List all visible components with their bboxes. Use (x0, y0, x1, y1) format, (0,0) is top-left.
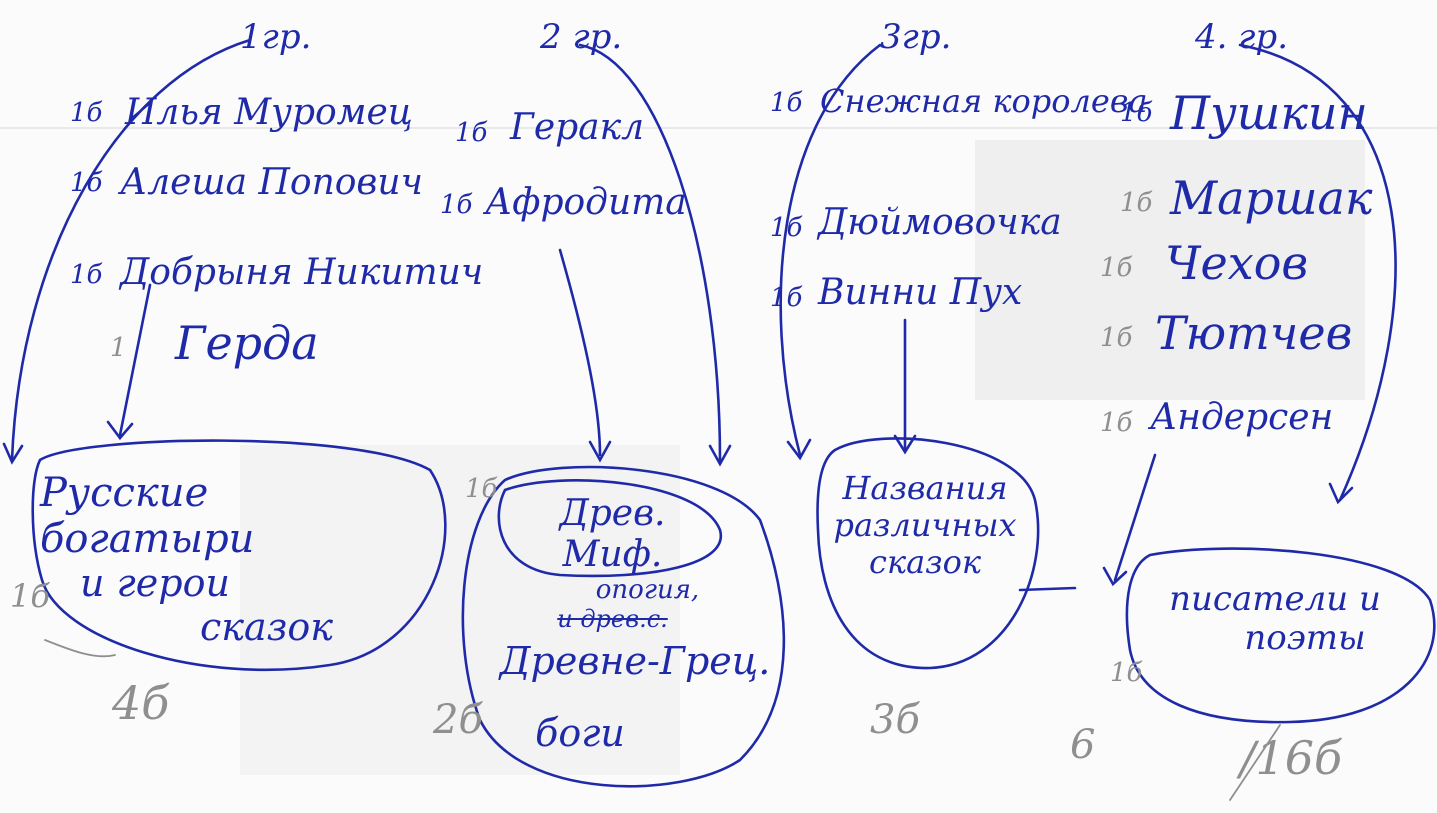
group-3-total: 3б (870, 697, 920, 743)
group-1-heading: 1гр. (240, 17, 312, 57)
group-1-category-score: 1б (10, 577, 50, 615)
group-4-item-3-name: Чехов (1165, 236, 1309, 290)
group-2-category-line-1: Древ. Миф. (559, 493, 666, 576)
group-4-total: 6 (1070, 722, 1096, 768)
group-3-category-line-3: сказок (869, 542, 981, 581)
arrowhead-g4-down (1102, 566, 1128, 587)
arrow-g1-left (10, 38, 252, 462)
group-1-item-3-score: 1б (70, 260, 103, 290)
group-4-item-2-name: Маршак (1170, 171, 1373, 225)
group-1-category-line-3: сказок (200, 604, 333, 649)
group-3-category: Названия различных сказок (820, 470, 1030, 580)
pencil-arrow (44, 639, 116, 658)
arrow-g4-down (1113, 453, 1157, 582)
arrowhead-g1-down (106, 420, 134, 441)
arrowhead-g2-down (588, 440, 612, 463)
arrow-g2-right (578, 43, 722, 462)
group-1-item-1-score: 1б (70, 98, 103, 128)
group-3-item-3-score: 1б (770, 283, 803, 313)
group-4-item-4-score: 1б (1100, 323, 1133, 353)
group-4-item-5-name: Андерсен (1150, 397, 1334, 438)
arrowhead-g4-right (1328, 482, 1354, 505)
group-2-category-extra-1: Древне-Грец. (499, 639, 771, 683)
group-2-item-2-name: Афродита (485, 182, 687, 223)
group-3-item-3-name: Винни Пух (818, 272, 1023, 313)
group-4-heading: 4. гр. (1195, 17, 1289, 57)
group-1-item-2-score: 1б (70, 168, 103, 198)
group-4-item-3-score: 1б (1100, 253, 1133, 283)
group-3-item-2-name: Дюймовочка (818, 202, 1062, 243)
arrowhead-g3-down (893, 434, 917, 455)
group-3-category-line-1: Названия (842, 469, 1008, 507)
arrowhead-g2-right (708, 444, 732, 467)
arrow-g3-left (779, 43, 882, 457)
group-4-item-2-score: 1б (1120, 188, 1153, 218)
group-1-item-4-score: 1 (110, 333, 127, 363)
group-3-item-1-score: 1б (770, 88, 803, 118)
pencil-slash (1229, 724, 1281, 801)
arrow-g2-down (558, 248, 602, 457)
arrowhead-g3-left (786, 438, 812, 461)
group-3-item-1-name: Снежная королева (820, 82, 1148, 120)
group-1-item-2-name: Алеша Попович (120, 162, 423, 203)
group-4-category-score: 1б (1110, 658, 1143, 688)
group-4-category-line-1: писатели и (1169, 579, 1381, 619)
group-1-item-1-name: Илья Муромец (125, 92, 413, 133)
oval-g2-inner (497, 479, 723, 578)
oval-g1-category (31, 439, 447, 672)
group-3-category-line-2: различных (833, 505, 1017, 544)
group-2-item-2-score: 1б (440, 190, 473, 220)
group-1-category-line-2: и герои (80, 561, 230, 605)
group-3-item-2-score: 1б (770, 213, 803, 243)
arrowhead-g1-left (2, 442, 24, 465)
background-photo-block (975, 140, 1365, 400)
group-4-item-5-score: 1б (1100, 408, 1133, 438)
background-figure-block (240, 445, 680, 775)
group-2-heading: 2 гр. (540, 17, 623, 57)
group-2-item-1-name: Геракл (510, 107, 645, 148)
group-4-category-line-2: поэты (1244, 618, 1366, 659)
group-1-category: Русские богатыри и герои сказок (40, 470, 430, 649)
group-2-total: 2б (433, 697, 483, 743)
group-4-item-1-score: 1б (1120, 98, 1153, 128)
group-2-category: Древ. Миф. опогия, и древ.с. (505, 493, 720, 633)
group-1-item-3-name: Добрыня Никитич (120, 252, 484, 293)
group-4-item-1-name: Пушкин (1170, 86, 1368, 140)
group-1-category-line-1: Русские богатыри (40, 470, 255, 562)
oval-g4-category (1125, 547, 1436, 724)
arrow-g1-down (118, 283, 152, 437)
group-1-total: 4б (112, 676, 170, 730)
oval-g3-category (816, 437, 1040, 670)
group-2-item-1-score: 1б (455, 118, 488, 148)
group-4-category: писатели и поэты (1130, 579, 1420, 659)
group-3-heading: 3гр. (880, 17, 952, 57)
group-2-category-extra-2: боги (535, 711, 625, 755)
group-4-item-4-name: Тютчев (1155, 306, 1353, 360)
arrow-g4-right (1238, 43, 1397, 502)
link-g3-g4 (1018, 586, 1077, 592)
grand-total: /16б (1240, 731, 1343, 785)
group-2-category-struck: и древ.с. (557, 604, 668, 633)
oval-g2-outer (461, 465, 786, 788)
group-2-category-line-2: опогия, (595, 574, 700, 605)
group-2-category-score: 1б (465, 474, 498, 504)
group-1-item-4-name: Герда (175, 316, 319, 370)
